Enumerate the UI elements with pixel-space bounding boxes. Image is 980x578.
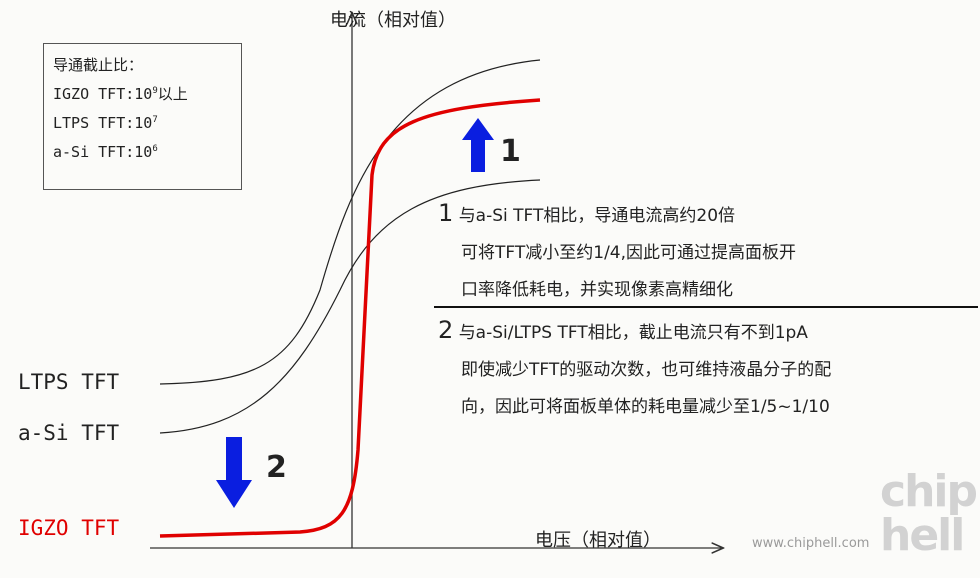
- a-si-curve: [159, 179, 541, 434]
- igzo-curve: [159, 98, 541, 538]
- arrow-2-number: 2: [266, 450, 287, 485]
- y-axis-label: 电流（相对值）: [330, 10, 456, 31]
- ratio-row-igzo: IGZO TFT:109以上: [53, 85, 188, 103]
- on-off-ratio-box: 导通截止比： IGZO TFT:109以上 LTPS TFT:107 a-Si …: [43, 43, 242, 190]
- watermark-url: www.chiphell.com: [752, 536, 870, 551]
- ratio-row-a-si: a-Si TFT:106: [53, 143, 158, 161]
- note-1: 1 与a-Si TFT相比，导通电流高约20倍 可将TFT减小至约1/4,因此可…: [438, 199, 797, 300]
- x-axis-label: 电压（相对值）: [535, 530, 661, 551]
- igzo-label: IGZO TFT: [18, 516, 120, 540]
- down-arrow-icon: [216, 437, 252, 508]
- ratio-row-ltps: LTPS TFT:107: [53, 114, 158, 132]
- ltps-label: LTPS TFT: [18, 370, 120, 394]
- box-title: 导通截止比：: [53, 56, 144, 74]
- note-2: 2 与a-Si/LTPS TFT相比，截止电流只有不到1pA 即使减少TFT的驱…: [438, 316, 832, 417]
- arrow-1-number: 1: [500, 134, 521, 169]
- ltps-curve: [159, 59, 541, 385]
- up-arrow-icon: [462, 118, 494, 172]
- a-si-label: a-Si TFT: [18, 421, 120, 445]
